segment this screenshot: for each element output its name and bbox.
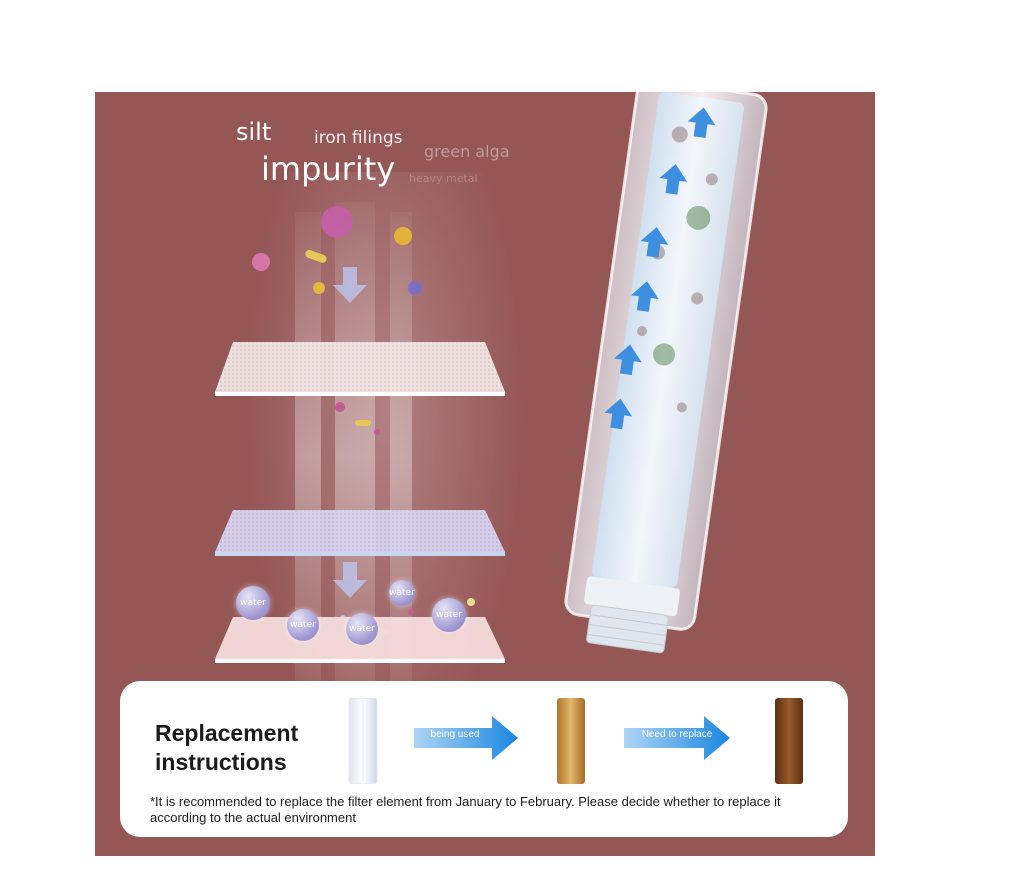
up-arrow-icon <box>630 281 659 312</box>
label-impurity: impurity <box>261 150 396 188</box>
germ-icon <box>321 206 353 238</box>
label-green-alga: green alga <box>424 142 510 161</box>
particle-icon <box>355 420 371 426</box>
water-drop: water <box>236 586 270 620</box>
water-drop: water <box>389 580 415 606</box>
germ-icon <box>394 227 412 245</box>
product-image-panel: silt iron filings impurity green alga he… <box>95 92 875 856</box>
down-arrow-icon <box>333 267 367 303</box>
particle-icon <box>374 429 380 435</box>
need-to-replace-arrow-icon <box>624 716 730 760</box>
filter-layer <box>215 342 505 392</box>
replacement-note: *It is recommended to replace the filter… <box>150 794 781 825</box>
particle-icon <box>335 402 345 412</box>
water-drop: water <box>432 598 466 632</box>
light-beam <box>390 212 412 702</box>
background-glow <box>245 172 525 772</box>
up-arrow-icon <box>659 164 688 195</box>
being-used-label: being used <box>430 729 480 740</box>
filtration-layers-illustration <box>215 192 505 752</box>
germ-icon <box>252 253 270 271</box>
used-filter-image <box>557 698 585 784</box>
replacement-instructions-card: Replacement instructions being used <box>120 681 848 837</box>
label-iron-filings: iron filings <box>314 128 403 148</box>
filter-tube-image <box>515 92 775 672</box>
need-to-replace-label: Need to replace <box>641 729 713 740</box>
tube-connector <box>584 576 681 617</box>
germ-icon <box>408 281 422 295</box>
label-heavy-metal: heavy metal <box>409 172 478 185</box>
up-arrow-icon <box>687 107 716 139</box>
particle-icon <box>408 609 414 615</box>
new-filter-image <box>348 698 378 784</box>
up-arrow-icon <box>604 398 633 430</box>
up-arrow-icon <box>613 344 642 376</box>
water-drop: water <box>346 613 378 645</box>
up-arrow-icon <box>640 227 669 258</box>
card-title: Replacement instructions <box>155 720 299 775</box>
particle-icon <box>467 598 475 606</box>
water-drop: water <box>287 609 319 641</box>
being-used-arrow-icon <box>414 716 518 760</box>
germ-icon <box>313 282 325 294</box>
label-silt: silt <box>236 118 272 146</box>
filter-layer <box>215 510 505 552</box>
down-arrow-icon <box>333 562 367 598</box>
germ-icon <box>305 249 327 263</box>
dirty-filter-image <box>775 698 803 784</box>
